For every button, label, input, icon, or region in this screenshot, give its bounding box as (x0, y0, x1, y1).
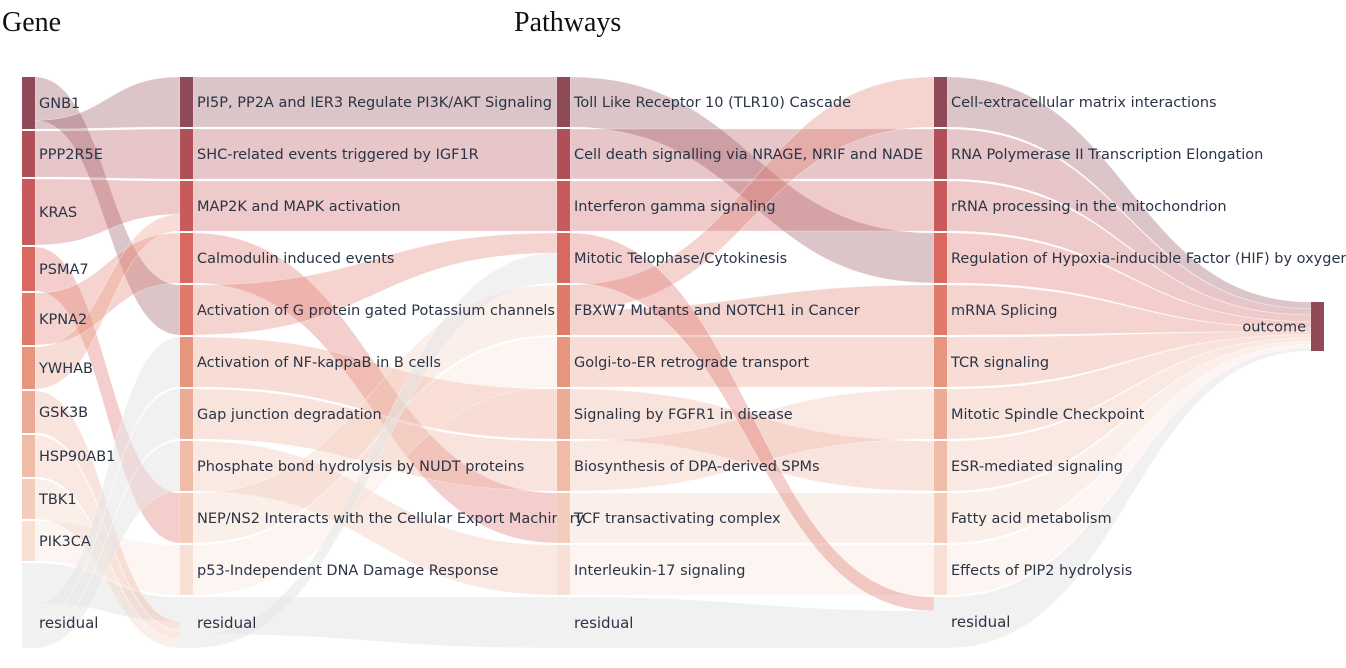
sankey-node-label: PSMA7 (39, 262, 89, 278)
sankey-node-label: Mitotic Spindle Checkpoint (951, 407, 1145, 423)
sankey-node-bar[interactable] (557, 233, 570, 283)
sankey-node-bar[interactable] (557, 441, 570, 491)
sankey-node-bar[interactable] (22, 563, 35, 648)
sankey-node-bar[interactable] (22, 391, 35, 433)
sankey-node-label: RNA Polymerase II Transcription Elongati… (951, 147, 1263, 163)
sankey-node-bar[interactable] (934, 233, 947, 283)
sankey-node-bar[interactable] (180, 285, 193, 335)
sankey-node-bar[interactable] (557, 285, 570, 335)
sankey-node-label: TCF transactivating complex (573, 511, 781, 527)
sankey-node-label: PPP2R5E (39, 147, 103, 163)
sankey-node-bar[interactable] (557, 597, 570, 648)
sankey-node-label: PIK3CA (39, 534, 91, 550)
sankey-node-label: p53-Independent DNA Damage Response (197, 563, 498, 579)
sankey-node-bar[interactable] (934, 129, 947, 179)
sankey-node-bar[interactable] (934, 545, 947, 595)
sankey-node-bar[interactable] (22, 179, 35, 245)
sankey-node-label: PI5P, PP2A and IER3 Regulate PI3K/AKT Si… (197, 95, 552, 111)
sankey-node-label: residual (39, 614, 98, 632)
sankey-node-label: Interferon gamma signaling (574, 199, 776, 215)
sankey-node-bar[interactable] (934, 493, 947, 543)
sankey-node-label: KRAS (39, 205, 77, 221)
sankey-node-label: Biosynthesis of DPA-derived SPMs (574, 459, 820, 475)
sankey-node-bar[interactable] (22, 479, 35, 519)
sankey-node-bar[interactable] (22, 131, 35, 177)
sankey-node-bar[interactable] (180, 389, 193, 439)
sankey-node-bar[interactable] (180, 181, 193, 231)
sankey-node-label: Activation of NF-kappaB in B cells (197, 355, 441, 371)
pathways-column-title: Pathways (514, 7, 621, 38)
sankey-node-bar[interactable] (934, 389, 947, 439)
sankey-node-label: MAP2K and MAPK activation (197, 199, 401, 215)
sankey-node-label: Activation of G protein gated Potassium … (197, 303, 555, 319)
sankey-node-bar[interactable] (180, 545, 193, 595)
sankey-node-label: FBXW7 Mutants and NOTCH1 in Cancer (574, 303, 860, 319)
sankey-node-label: TCR signaling (950, 355, 1049, 371)
sankey-node-bar[interactable] (22, 77, 35, 129)
sankey-node-label: GNB1 (39, 96, 80, 112)
sankey-node-label: mRNA Splicing (951, 303, 1057, 319)
sankey-node-bar[interactable] (22, 247, 35, 291)
sankey-node-bar[interactable] (557, 337, 570, 387)
sankey-node-label: residual (197, 614, 256, 632)
sankey-node-bar[interactable] (557, 181, 570, 231)
sankey-node-bar[interactable] (22, 521, 35, 561)
sankey-node-label: Cell death signalling via NRAGE, NRIF an… (574, 147, 923, 163)
sankey-node-bar[interactable] (934, 597, 947, 648)
sankey-link (946, 347, 1312, 649)
sankey-node-bar[interactable] (934, 285, 947, 335)
sankey-node-label: rRNA processing in the mitochondrion (951, 199, 1227, 215)
sankey-node-bar[interactable] (557, 545, 570, 595)
sankey-node-bar[interactable] (180, 129, 193, 179)
sankey-node-label: Cell-extracellular matrix interactions (951, 95, 1217, 111)
sankey-node-label: Gap junction degradation (197, 407, 382, 423)
sankey-node-bar[interactable] (22, 435, 35, 477)
gene-column-title: Gene (2, 7, 61, 38)
sankey-node-bar[interactable] (180, 597, 193, 648)
sankey-node-bar[interactable] (557, 389, 570, 439)
sankey-node-label: Signaling by FGFR1 in disease (574, 407, 793, 423)
sankey-node-bar[interactable] (934, 441, 947, 491)
sankey-node-label: residual (951, 613, 1010, 631)
sankey-node-bar[interactable] (180, 441, 193, 491)
sankey-node-label: ESR-mediated signaling (951, 459, 1123, 475)
sankey-node-bar[interactable] (934, 337, 947, 387)
sankey-node-label: residual (574, 614, 633, 632)
sankey-node-label: Mitotic Telophase/Cytokinesis (574, 251, 787, 267)
sankey-node-bar[interactable] (557, 493, 570, 543)
sankey-node-label: outcome (1242, 320, 1306, 336)
sankey-node-bar[interactable] (180, 493, 193, 543)
sankey-node-bar[interactable] (22, 347, 35, 389)
sankey-node-label: KPNA2 (39, 312, 87, 328)
sankey-node-bar[interactable] (22, 293, 35, 345)
sankey-node-label: Regulation of Hypoxia-inducible Factor (… (951, 251, 1346, 267)
sankey-node-bar[interactable] (180, 337, 193, 387)
sankey-node-bar[interactable] (934, 77, 947, 127)
sankey-node-label: Phosphate bond hydrolysis by NUDT protei… (197, 459, 524, 475)
sankey-link (34, 214, 181, 390)
sankey-node-label: Effects of PIP2 hydrolysis (951, 563, 1132, 579)
sankey-node-label: Golgi-to-ER retrograde transport (574, 355, 809, 371)
sankey-node-bar[interactable] (557, 129, 570, 179)
links-layer (34, 76, 1312, 649)
sankey-node-label: HSP90AB1 (39, 449, 115, 465)
sankey-node-bar[interactable] (180, 77, 193, 127)
sankey-node-bar[interactable] (557, 77, 570, 127)
sankey-node-label: GSK3B (39, 405, 88, 421)
sankey-node-bar[interactable] (934, 181, 947, 231)
sankey-node-label: TBK1 (38, 492, 77, 508)
sankey-node-bar[interactable] (180, 233, 193, 283)
sankey-node-label: NEP/NS2 Interacts with the Cellular Expo… (197, 511, 585, 527)
sankey-node-label: Interleukin-17 signaling (574, 563, 745, 579)
sankey-node-label: SHC-related events triggered by IGF1R (197, 147, 479, 163)
sankey-node-label: Calmodulin induced events (197, 251, 394, 267)
sankey-node-label: YWHAB (38, 361, 93, 377)
sankey-node-label: Toll Like Receptor 10 (TLR10) Cascade (573, 95, 851, 111)
sankey-node-bar[interactable] (1311, 302, 1324, 351)
sankey-node-label: Fatty acid metabolism (951, 511, 1112, 527)
